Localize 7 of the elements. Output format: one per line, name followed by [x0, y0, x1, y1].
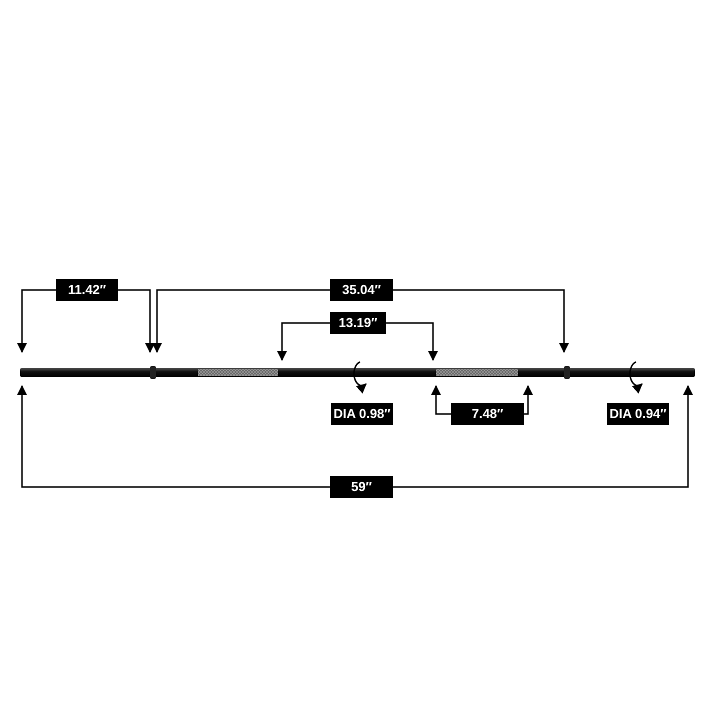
dimension-label: DIA 0.98″ [331, 403, 393, 425]
dimension-label: DIA 0.94″ [607, 403, 669, 425]
dimension-label: 59″ [330, 476, 393, 498]
dimension-label: 13.19″ [330, 312, 386, 334]
dimension-label: 7.48″ [451, 403, 524, 425]
dimension-label: 11.42″ [56, 279, 118, 301]
dimension-label: 35.04″ [330, 279, 393, 301]
